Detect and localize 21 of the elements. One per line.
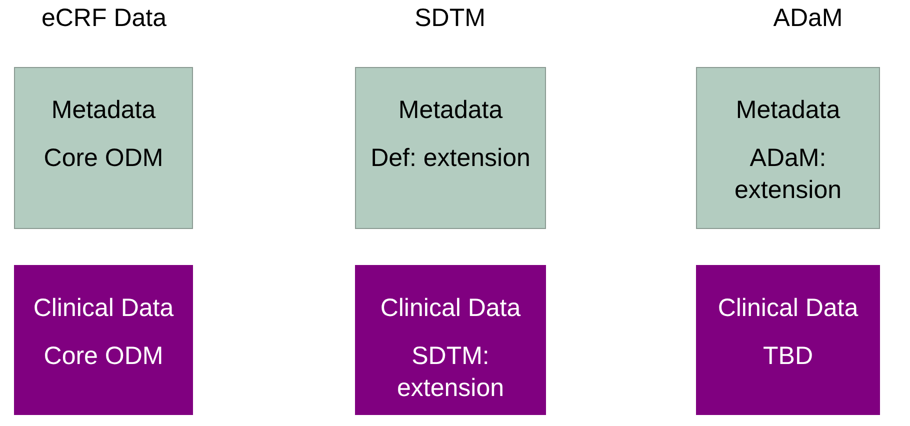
box-text: Metadata <box>398 95 503 126</box>
column-heading: ADaM <box>773 4 843 33</box>
box-text: Def: extension <box>370 143 530 174</box>
box-text: SDTM: extension <box>396 341 506 404</box>
box-text: Core ODM <box>44 143 164 174</box>
metadata-box <box>696 67 880 229</box>
box-text: Clinical Data <box>380 293 521 324</box>
clinical-data-box <box>696 265 880 415</box>
metadata-box <box>355 67 546 229</box>
box-text: TBD <box>763 341 813 372</box>
box-text: Core ODM <box>44 341 164 372</box>
box-text: Metadata <box>51 95 156 126</box>
column-heading: eCRF Data <box>41 4 167 33</box>
metadata-box <box>14 67 193 229</box>
box-text: ADaM: extension <box>733 143 843 206</box>
column-heading: SDTM <box>414 4 486 33</box>
box-text: Metadata <box>736 95 840 126</box>
clinical-data-box <box>14 265 193 415</box>
box-text: Clinical Data <box>33 293 174 324</box>
box-text: Clinical Data <box>718 293 858 324</box>
clinical-data-box <box>355 265 546 415</box>
